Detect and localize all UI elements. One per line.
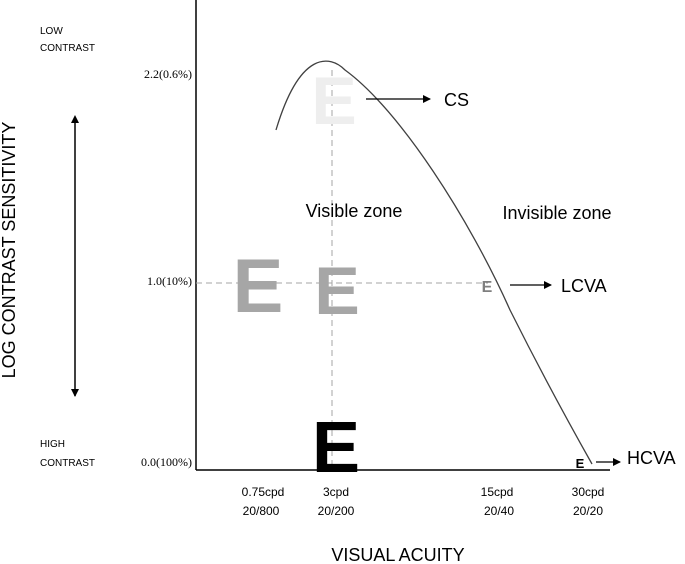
optotype-e-hcva: E bbox=[576, 456, 585, 471]
low-contrast-label-line2: CONTRAST bbox=[40, 43, 95, 54]
cs-label: CS bbox=[444, 90, 469, 110]
high-contrast-label-line1: HIGH bbox=[40, 439, 65, 450]
contrast-sensitivity-curve bbox=[275, 60, 593, 465]
optotype-e-large-lcva: E bbox=[233, 244, 284, 329]
invisible-zone-label: Invisible zone bbox=[502, 203, 611, 223]
low-contrast-label-line1: LOW bbox=[40, 26, 63, 37]
x-tick-snellen-20-200: 20/200 bbox=[318, 504, 355, 518]
y-tick-label-1-0: 1.0(10%) bbox=[147, 274, 192, 288]
lcva-label: LCVA bbox=[561, 276, 607, 296]
y-tick-label-0-0: 0.0(100%) bbox=[141, 455, 192, 469]
x-tick-cpd-30: 30cpd bbox=[572, 485, 605, 499]
x-tick-cpd-3: 3cpd bbox=[323, 485, 349, 499]
optotype-e-small-lcva: E bbox=[482, 279, 493, 296]
x-tick-cpd-15: 15cpd bbox=[481, 485, 514, 499]
x-axis-title: VISUAL ACUITY bbox=[331, 545, 464, 564]
x-tick-snellen-20-800: 20/800 bbox=[243, 504, 280, 518]
hcva-label: HCVA bbox=[627, 448, 676, 468]
optotype-e-medium-lcva: E bbox=[314, 253, 359, 329]
x-tick-cpd-0-75: 0.75cpd bbox=[242, 485, 285, 499]
high-contrast-label-line2: CONTRAST bbox=[40, 458, 95, 469]
visible-zone-label: Visible zone bbox=[306, 201, 403, 221]
y-tick-label-2-2: 2.2(0.6%) bbox=[144, 67, 192, 81]
y-axis-title: LOG CONTRAST SENSITIVITY bbox=[0, 122, 19, 379]
x-tick-snellen-20-20: 20/20 bbox=[573, 504, 603, 518]
optotype-e-black-large: E bbox=[312, 408, 360, 488]
optotype-e-cs: E bbox=[311, 63, 356, 139]
x-tick-snellen-20-40: 20/40 bbox=[484, 504, 514, 518]
